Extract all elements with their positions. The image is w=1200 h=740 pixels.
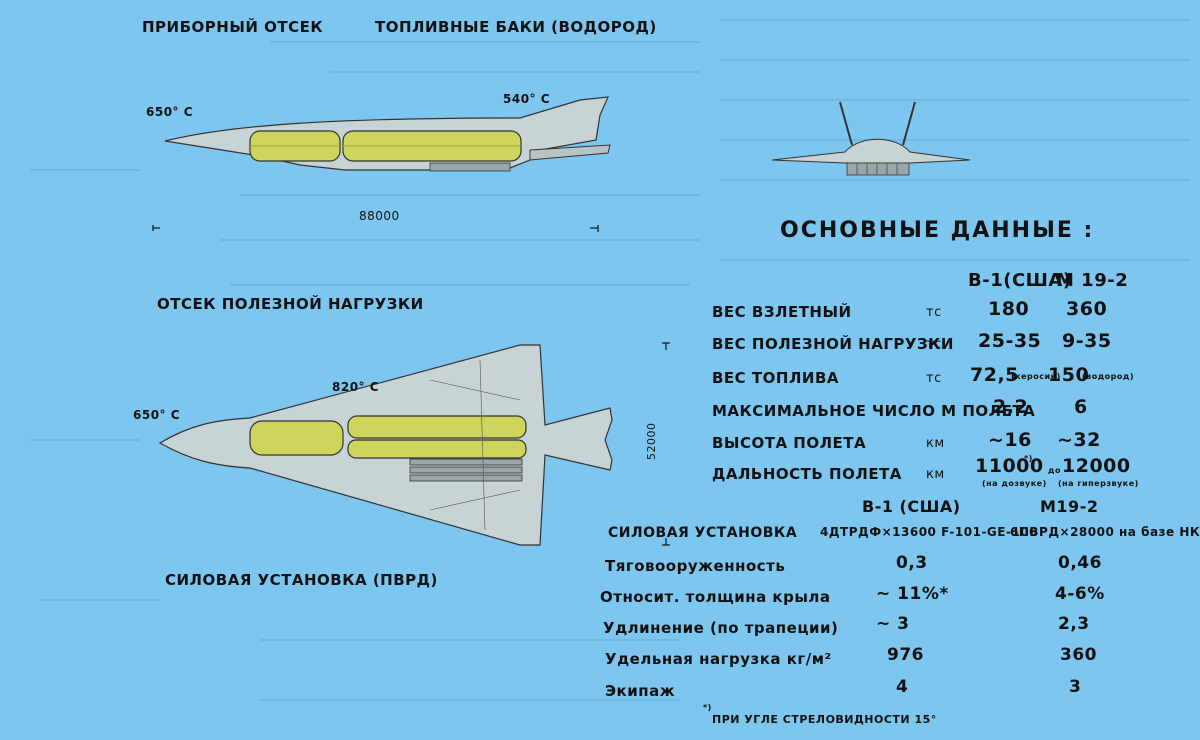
top-view — [158, 344, 613, 546]
side-view — [164, 96, 611, 172]
temp-nose-side-label: 650° C — [146, 105, 194, 119]
temp-nose-top-label: 650° C — [133, 408, 181, 422]
spec-row-v2-prefix: до — [1048, 466, 1061, 475]
spec-row-label: Вес топлива — [712, 369, 840, 387]
spec-row-v2: 9-35 — [1062, 330, 1112, 352]
engine-v1: 4ДТРДФ×13600 F-101-GE-100 — [820, 525, 1038, 539]
spec2-row-v1: 976 — [887, 645, 924, 665]
footnote-marker: *) — [703, 703, 712, 712]
span-dimension: 52000 — [645, 422, 658, 461]
note-marker: *) — [1024, 454, 1033, 463]
engine-v2: 6ПВРД×28000 на базе НК — [1010, 525, 1200, 539]
fuel-tanks-label: ТОПЛИВНЫЕ БАКИ (ВОДОРОД) — [375, 18, 657, 36]
spec-row-v2-note: (на гиперзвуке) — [1058, 479, 1139, 488]
spec-row-label: Высота полета — [712, 434, 867, 452]
spec2-row-v2: 0,46 — [1058, 553, 1102, 573]
engine-label: Силовая установка — [608, 525, 798, 541]
spec-row-v1: 2,2 — [993, 396, 1029, 418]
specs-col2-header: М 19-2 — [1056, 270, 1129, 291]
spec2-row-v2: 360 — [1060, 645, 1097, 665]
spec-row-v2: 150 — [1048, 364, 1090, 386]
specs-col1-header: В-1(США) — [968, 270, 1072, 291]
temp-wing-top-label: 820° C — [332, 380, 380, 394]
spec-row-v2-note: (водород) — [1082, 372, 1135, 381]
spec-row-v1: 72,5 — [970, 364, 1019, 386]
spec2-row-v2: 3 — [1069, 677, 1082, 697]
specs2-col2-header: М19-2 — [1040, 497, 1099, 516]
instrument-bay-label: ПРИБОРНЫЙ ОТСЕК — [142, 18, 324, 36]
specs2-col1-header: В-1 (США) — [862, 497, 961, 516]
spec2-row-v2: 2,3 — [1058, 614, 1090, 634]
temp-tail-side-label: 540° C — [503, 92, 551, 106]
spec-row-unit: тс — [926, 371, 942, 386]
spec2-row-label: Тяговооруженность — [605, 557, 786, 575]
spec2-row-label: Экипаж — [605, 682, 676, 700]
spec-row-unit: км — [926, 436, 945, 451]
spec2-row-v2: 4-6% — [1055, 584, 1105, 604]
powerplant-label: СИЛОВАЯ УСТАНОВКА (ПВРД) — [165, 571, 438, 589]
spec-row-label: Вес полезной нагрузки — [712, 335, 954, 353]
spec-row-v1: 180 — [988, 298, 1030, 320]
spec2-row-label: Удельная нагрузка кг/м² — [605, 650, 832, 668]
specs-title: Основные данные : — [780, 218, 1095, 243]
spec2-row-v1: ~ 11%* — [876, 584, 949, 604]
spec2-row-v1: ~ 3 — [876, 614, 910, 634]
spec-row-label: Дальность полета — [712, 465, 902, 483]
spec-row-v2: ~32 — [1057, 429, 1101, 451]
spec2-row-label: Относит. толщина крыла — [600, 588, 831, 606]
spec-row-v1: 11000 — [975, 455, 1044, 477]
footnote: при угле стреловидности 15° — [712, 713, 937, 726]
spec-row-v2: 6 — [1074, 396, 1088, 418]
spec-row-v1-note: (керосин) — [1011, 372, 1061, 381]
spec-row-unit: тс — [926, 305, 942, 320]
spec-row-label: Максимальное число М полета — [712, 402, 1036, 420]
spec-row-v1: 25-35 — [978, 330, 1042, 352]
payload-bay-label: ОТСЕК ПОЛЕЗНОЙ НАГРУЗКИ — [157, 295, 424, 313]
length-dimension: 88000 — [359, 209, 400, 223]
spec-row-label: Вес взлетный — [712, 303, 852, 321]
spec-row-unit: тс — [926, 337, 942, 352]
spec2-row-label: Удлинение (по трапеции) — [603, 619, 839, 637]
front-view — [771, 101, 971, 176]
spec2-row-v1: 4 — [896, 677, 909, 697]
spec-row-v2: 360 — [1066, 298, 1108, 320]
spec-row-unit: км — [926, 467, 945, 482]
spec2-row-v1: 0,3 — [896, 553, 928, 573]
spec-row-v1-note: (на дозвуке) — [982, 479, 1047, 488]
spec-row-v2: 12000 — [1062, 455, 1131, 477]
spec-row-v1: ~16 — [988, 429, 1032, 451]
